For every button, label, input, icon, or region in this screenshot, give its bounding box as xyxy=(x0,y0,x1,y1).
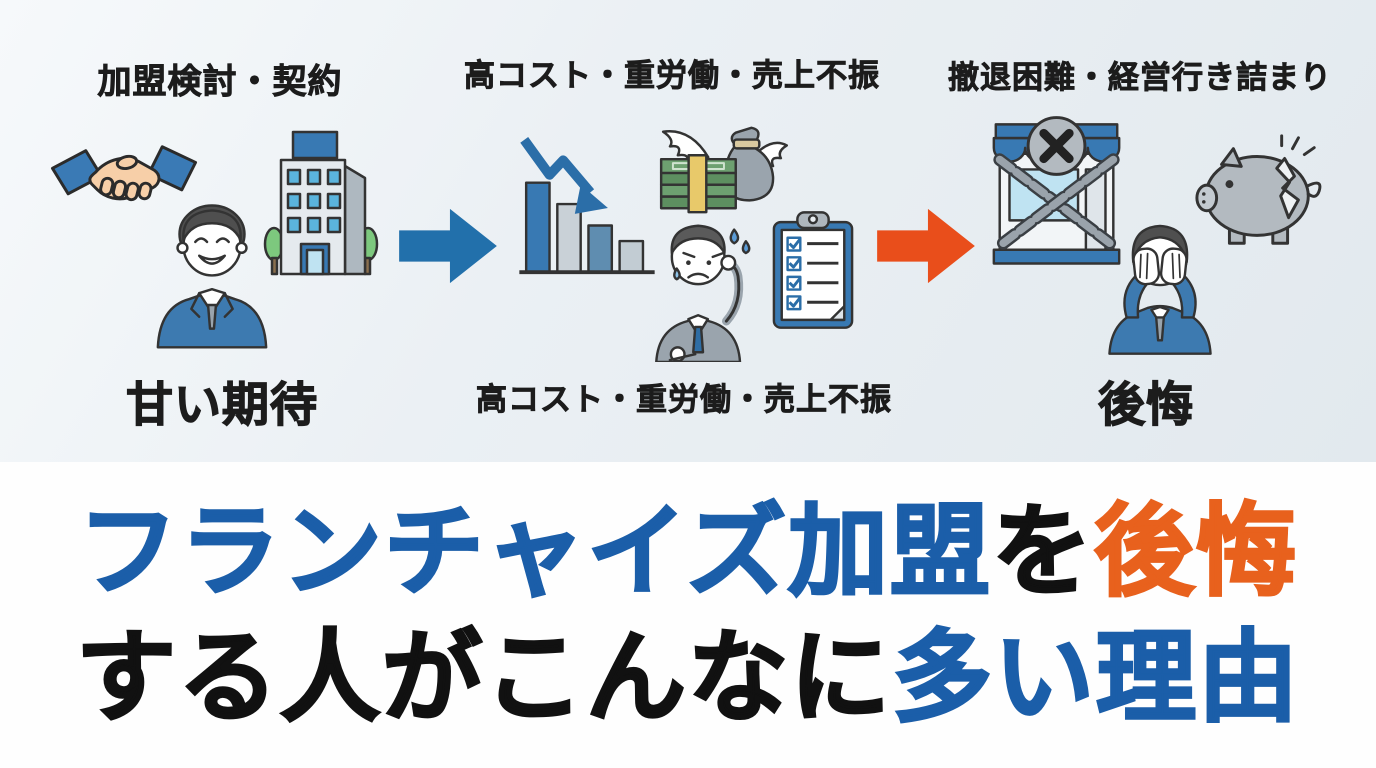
closed-store-icon xyxy=(986,116,1128,266)
smiling-businessman-icon xyxy=(148,192,276,350)
worried-businessman-icon xyxy=(643,216,763,362)
handshake-icon xyxy=(50,135,198,233)
flying-money-icon xyxy=(653,116,791,222)
stage1-top-label: 加盟検討・契約 xyxy=(97,63,343,102)
office-building-icon xyxy=(262,126,380,288)
flow-arrow-blue-icon xyxy=(398,203,498,289)
stage3-top-label: 撤退困難・経営行き詰まり xyxy=(948,60,1332,96)
declining-bar-chart-icon xyxy=(516,134,658,280)
headline-segment: 多い理由 xyxy=(891,622,1300,734)
headline-segment: を xyxy=(991,496,1094,608)
headline-section: フランチャイズ加盟を後悔 する人がこんなに多い理由 xyxy=(0,462,1376,768)
stage2-bottom-label: 高コスト・重労働・売上不振 xyxy=(476,382,892,418)
stage3-bottom-label: 後悔 xyxy=(1097,377,1194,431)
headline-segment: フランチャイズ加盟 xyxy=(77,496,992,608)
flow-section: 加盟検討・契約 高コスト・重労働・売上不振 撤退困難・経営行き詰まり 甘い期待 … xyxy=(0,0,1376,462)
headline-line-1: フランチャイズ加盟を後悔 xyxy=(0,501,1376,604)
headline-segment: 後悔 xyxy=(1093,496,1298,608)
despairing-businessman-icon xyxy=(1098,214,1222,358)
flow-arrow-orange-icon xyxy=(876,203,976,289)
broken-piggy-bank-icon xyxy=(1190,130,1328,256)
checklist-icon xyxy=(770,210,856,332)
headline-line-2: する人がこんなに多い理由 xyxy=(0,627,1376,730)
stage1-bottom-label: 甘い期待 xyxy=(125,377,318,431)
stage2-top-label: 高コスト・重労働・売上不振 xyxy=(464,58,880,94)
headline-segment: する人がこんなに xyxy=(75,622,892,734)
